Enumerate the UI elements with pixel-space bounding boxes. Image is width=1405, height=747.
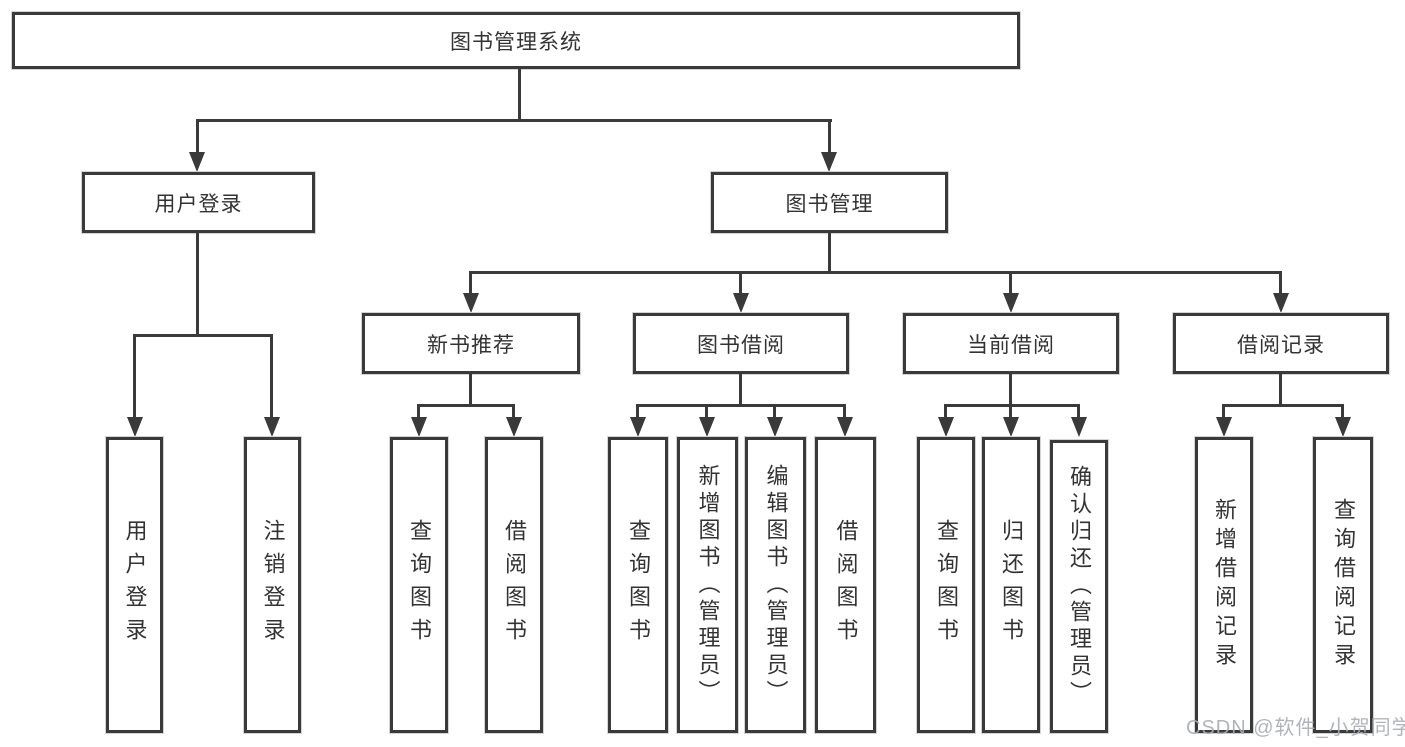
leaf-query-books: 查询图书: [390, 437, 448, 733]
node-current-borrowing: 当前借阅: [903, 313, 1119, 374]
connector-hline: [469, 271, 1281, 274]
connector-hline: [133, 334, 273, 337]
leaf-query-borrow-record: 查询借阅记录: [1313, 437, 1373, 733]
arrow-down-icon: [127, 417, 143, 437]
leaf-borrow-books: 借阅图书: [815, 437, 876, 733]
leaf-label: 注销登录: [260, 519, 286, 651]
watermark: CSDN @软件_小贺同学: [1186, 717, 1405, 739]
connector-hline: [417, 404, 515, 407]
connector-vline: [469, 374, 472, 406]
connector-vline: [1341, 404, 1344, 420]
arrow-down-icon: [1071, 417, 1087, 437]
arrow-down-icon: [1003, 417, 1019, 437]
connector-vline: [1009, 271, 1012, 297]
node-borrowing-records: 借阅记录: [1173, 313, 1389, 374]
leaf-query-books: 查询图书: [608, 437, 668, 733]
node-label: 新书推荐: [427, 333, 515, 357]
arrow-down-icon: [767, 417, 783, 437]
node-new-book-recommendation: 新书推荐: [362, 313, 580, 374]
connector-vline: [1077, 404, 1080, 420]
connector-vline: [705, 404, 708, 420]
arrow-down-icon: [733, 293, 749, 313]
connector-vline: [196, 119, 199, 155]
node-label: 图书管理系统: [450, 30, 582, 54]
node-label: 图书借阅: [697, 333, 785, 357]
connector-vline: [636, 404, 639, 420]
arrow-down-icon: [411, 417, 427, 437]
node-book-management: 图书管理: [711, 172, 948, 233]
leaf-label: 借阅图书: [502, 519, 527, 651]
leaf-label: 查询图书: [626, 519, 651, 651]
leaf-return-books: 归还图书: [982, 437, 1040, 733]
arrow-down-icon: [506, 417, 522, 437]
connector-vline: [828, 233, 831, 273]
connector-vline: [1009, 404, 1012, 420]
node-label: 当前借阅: [967, 333, 1055, 357]
leaf-add-book-admin: 新增图书（管理员）: [677, 437, 738, 733]
connector-vline: [196, 233, 199, 336]
leaf-label: 新增借阅记录: [1212, 498, 1237, 672]
connector-vline: [1279, 374, 1282, 406]
connector-vline: [843, 404, 846, 420]
leaf-label: 查询图书: [407, 519, 432, 651]
node-label: 借阅记录: [1237, 333, 1325, 357]
connector-vline: [518, 69, 521, 121]
connector-vline: [417, 404, 420, 420]
connector-vline: [1222, 404, 1225, 420]
leaf-logout: 注销登录: [244, 437, 301, 733]
node-book-borrowing: 图书借阅: [633, 313, 849, 374]
arrow-down-icon: [189, 152, 205, 172]
connector-vline: [828, 119, 831, 155]
connector-hline: [1222, 404, 1344, 407]
connector-vline: [773, 404, 776, 420]
connector-vline: [739, 374, 742, 406]
connector-vline: [469, 271, 472, 297]
leaf-edit-book-admin: 编辑图书（管理员）: [745, 437, 806, 733]
arrow-down-icon: [264, 417, 280, 437]
arrow-down-icon: [463, 293, 479, 313]
connector-hline: [636, 404, 846, 407]
leaf-user-login: 用户登录: [106, 437, 163, 733]
leaf-label: 查询图书: [934, 519, 959, 651]
leaf-label: 用户登录: [122, 519, 148, 651]
arrow-down-icon: [1335, 417, 1351, 437]
leaf-label: 归还图书: [999, 519, 1024, 651]
leaf-add-borrow-record: 新增借阅记录: [1195, 437, 1253, 733]
connector-vline: [1009, 374, 1012, 406]
connector-vline: [133, 334, 136, 419]
arrow-down-icon: [630, 417, 646, 437]
leaf-query-books: 查询图书: [917, 437, 975, 733]
leaf-label: 查询借阅记录: [1331, 498, 1356, 672]
arrow-down-icon: [699, 417, 715, 437]
connector-vline: [739, 271, 742, 297]
arrow-down-icon: [1216, 417, 1232, 437]
connector-vline: [270, 334, 273, 419]
node-user-login: 用户登录: [82, 172, 315, 233]
arrow-down-icon: [1003, 293, 1019, 313]
leaf-label: 新增图书（管理员）: [695, 463, 721, 707]
arrow-down-icon: [1273, 293, 1289, 313]
leaf-label: 确认归还（管理员）: [1067, 465, 1092, 708]
leaf-confirm-return-admin: 确认归还（管理员）: [1050, 440, 1108, 733]
node-label: 用户登录: [154, 192, 243, 216]
node-label: 图书管理: [785, 192, 874, 216]
leaf-label: 借阅图书: [833, 519, 859, 651]
connector-vline: [512, 404, 515, 420]
connector-hline: [944, 404, 1080, 407]
connector-vline: [1279, 271, 1282, 297]
node-library-management-system: 图书管理系统: [12, 12, 1020, 69]
arrow-down-icon: [821, 152, 837, 172]
leaf-borrow-books: 借阅图书: [485, 437, 543, 733]
connector-hline: [196, 119, 832, 122]
leaf-label: 编辑图书（管理员）: [763, 463, 789, 707]
arrow-down-icon: [938, 417, 954, 437]
arrow-down-icon: [837, 417, 853, 437]
connector-vline: [944, 404, 947, 420]
